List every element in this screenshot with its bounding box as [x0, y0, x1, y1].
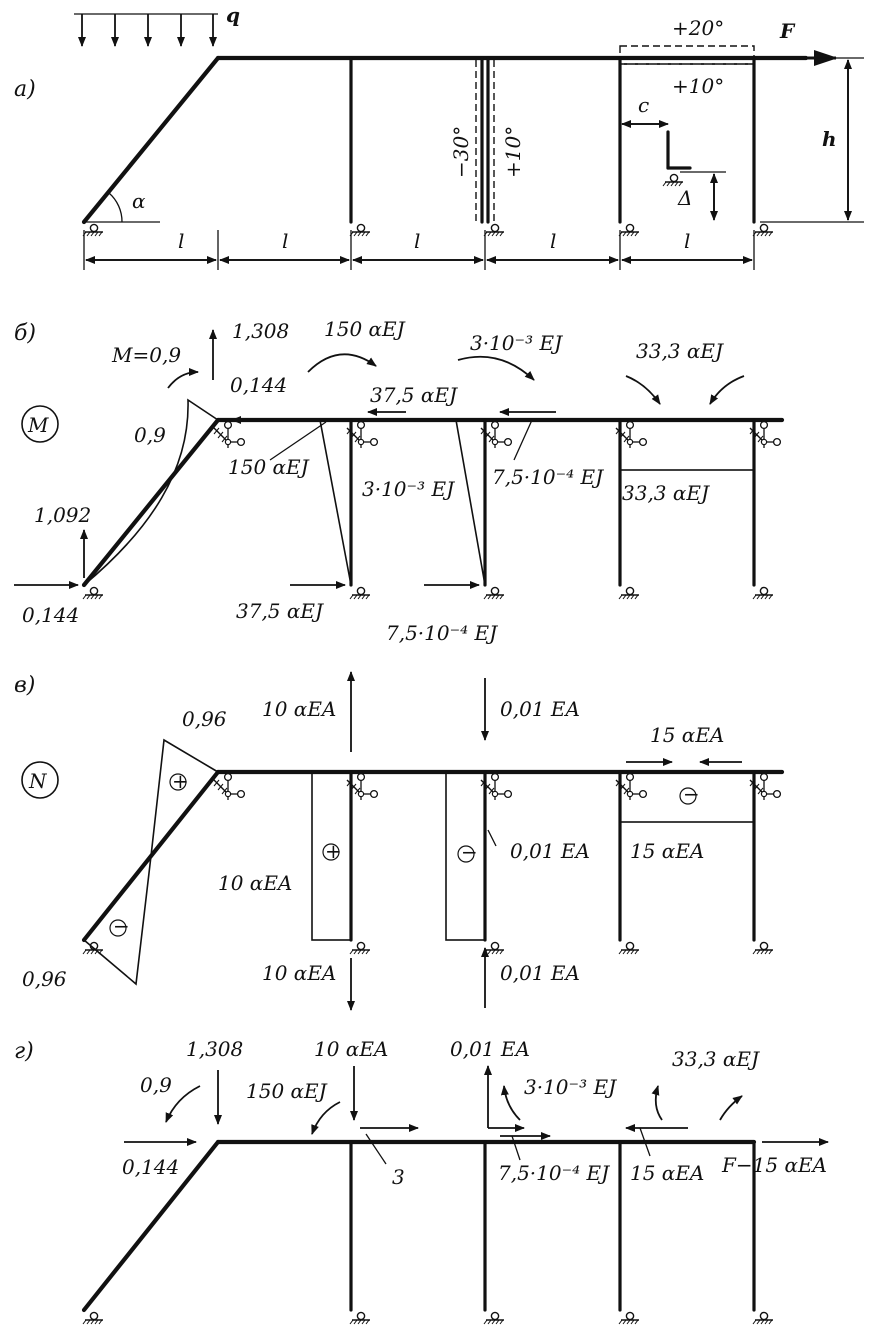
m-label-333-top: 33,3 αEJ — [636, 339, 724, 363]
distributed-load-q: q — [74, 3, 240, 47]
pin-support-a1 — [82, 223, 104, 237]
m-label-375-bot: 37,5 αEJ — [236, 599, 324, 623]
panel-a-label: а) — [14, 77, 36, 102]
g-label-3: 3 — [392, 1165, 405, 1189]
g-label-09: 0,9 — [140, 1073, 172, 1097]
span-label-2: l — [282, 229, 288, 253]
delta-label: Δ — [677, 186, 692, 210]
panel-b-label: б) — [14, 321, 36, 346]
panel-b-moment: б) M — [14, 317, 785, 645]
m-label-333-bot: 33,3 αEJ — [622, 481, 710, 505]
panel-v-normal: в) N + − + − − — [14, 671, 785, 1011]
n-label-10-top: 10 αEA — [262, 697, 336, 721]
n-label-10-bot: 10 αEA — [262, 961, 336, 985]
m-label-3e3-top: 3·10⁻³ EJ — [470, 331, 563, 355]
pin-support-a3 — [483, 223, 505, 237]
height-h-label: h — [822, 127, 837, 151]
m-label-1092: 1,092 — [34, 503, 91, 527]
panel-g-forces: г) 1,308 0,9 0,144 150 αEJ — [14, 1037, 829, 1325]
g-label-150: 150 αEJ — [246, 1079, 328, 1103]
panel-v-label: в) — [14, 673, 35, 698]
force-F-label: F — [779, 19, 796, 43]
angle-alpha-label: α — [132, 189, 146, 213]
span-label-3: l — [414, 229, 420, 253]
temp-right-label: +10° — [501, 126, 525, 178]
g-label-75e4: 7,5·10⁻⁴ EJ — [498, 1161, 610, 1185]
offset-c-label: c — [638, 93, 649, 117]
m-label-09: 0,9 — [134, 423, 166, 447]
g-label-F: F−15 αEA — [721, 1153, 827, 1177]
sign-plus-inclined: + — [172, 769, 189, 793]
sign-minus-inclined: − — [113, 914, 130, 938]
temp-inner-label: +10° — [672, 74, 724, 98]
g-label-001: 0,01 EA — [450, 1037, 530, 1061]
temp-top-label: +20° — [672, 16, 724, 40]
span-label-5: l — [684, 229, 690, 253]
inclined-bar-a — [81, 55, 221, 225]
g-label-0144: 0,144 — [122, 1155, 179, 1179]
m-label-1308: 1,308 — [232, 319, 289, 343]
pin-support-a5 — [752, 223, 774, 237]
sign-plus-col1: + — [325, 839, 342, 863]
moment-circle-label: M — [27, 413, 49, 437]
m-label-75e4-bot: 7,5·10⁻⁴ EJ — [386, 621, 498, 645]
m-label-150-col: 150 αEJ — [228, 455, 310, 479]
m-label-0144-top: 0,144 — [230, 373, 287, 397]
pin-support-a2 — [349, 223, 371, 237]
n-label-15-top: 15 αEA — [650, 723, 724, 747]
n-label-001-mid: 0,01 EA — [510, 839, 590, 863]
span-label-4: l — [550, 229, 556, 253]
n-label-001-top: 0,01 EA — [500, 697, 580, 721]
normal-circle-label: N — [28, 769, 48, 793]
sign-minus-beam: − — [683, 782, 700, 806]
m-label-3e3-col: 3·10⁻³ EJ — [362, 477, 455, 501]
n-label-096-bot: 0,96 — [22, 967, 67, 991]
n-label-001-bot: 0,01 EA — [500, 961, 580, 985]
n-label-15-bot: 15 αEA — [630, 839, 704, 863]
temp-left-label: −30° — [449, 126, 473, 178]
pin-support-a4 — [618, 223, 640, 237]
g-label-3e3: 3·10⁻³ EJ — [524, 1075, 617, 1099]
m-label-375-top: 37,5 αEJ — [370, 383, 458, 407]
m-label-150-top: 150 αEJ — [324, 317, 406, 341]
sign-minus-col2: − — [461, 840, 478, 864]
n-label-096-top: 0,96 — [182, 707, 227, 731]
g-label-15: 15 αEA — [630, 1161, 704, 1185]
panel-a: а) q F α — [14, 3, 864, 270]
span-label-1: l — [178, 229, 184, 253]
m-label-75e4-col: 7,5·10⁻⁴ EJ — [492, 465, 604, 489]
m-label-0144-bot: 0,144 — [22, 603, 79, 627]
panel-g-label: г) — [14, 1039, 34, 1064]
span-dimensions: l l l l l — [83, 229, 755, 270]
load-q-label: q — [226, 3, 240, 27]
m-label-M09: M=0,9 — [111, 343, 181, 367]
g-label-10: 10 αEA — [314, 1037, 388, 1061]
n-label-10-left: 10 αEA — [218, 871, 292, 895]
g-label-1308: 1,308 — [186, 1037, 243, 1061]
g-label-333: 33,3 αEJ — [672, 1047, 760, 1071]
